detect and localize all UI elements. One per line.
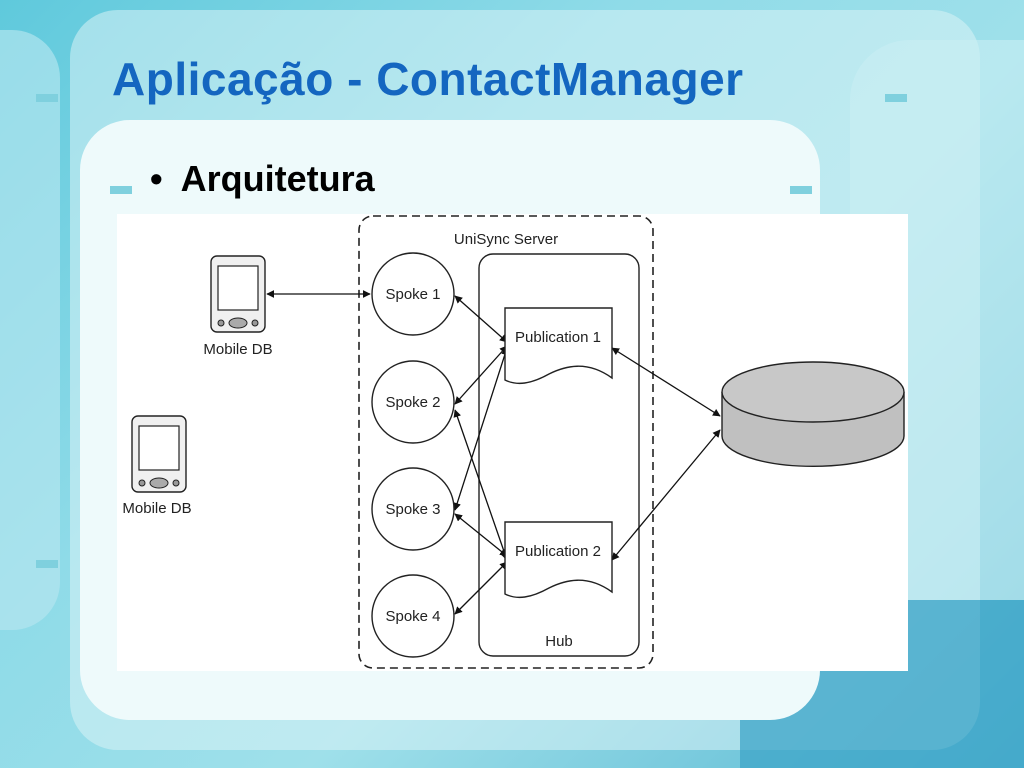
connector-line (611, 429, 721, 561)
publication-node: Publication 1 (504, 307, 613, 385)
diagram-canvas: UniSync Server Hub Mobile DB Mobile DB (122, 215, 905, 669)
mobile-device-icon (131, 415, 187, 493)
bullet-text: Arquitetura (180, 158, 375, 199)
spoke-node: Spoke 1 (371, 252, 455, 336)
database-icon (721, 361, 905, 468)
bullet-dot-icon: • (150, 158, 163, 199)
background-panel-left (0, 30, 60, 630)
spoke-node: Spoke 4 (371, 574, 455, 658)
mobile-db-label: Mobile DB (203, 341, 272, 358)
spoke-label: Spoke 3 (385, 501, 440, 518)
publication-node: Publication 2 (504, 521, 613, 599)
connector-line (454, 345, 508, 405)
decor-dash (36, 94, 58, 102)
bullet-item: • Arquitetura (150, 158, 375, 200)
publication-label: Publication 1 (515, 329, 601, 346)
connector-line (454, 513, 508, 557)
mobile-db-label: Mobile DB (122, 500, 191, 517)
spoke-label: Spoke 2 (385, 394, 440, 411)
decor-dash (885, 94, 907, 102)
connector-line (454, 295, 508, 343)
spoke-node: Spoke 3 (371, 467, 455, 551)
connector-line (611, 347, 721, 417)
decor-dash (790, 186, 812, 194)
hub-label: Hub (545, 633, 573, 650)
spoke-label: Spoke 4 (385, 608, 440, 625)
unisync-server-label: UniSync Server (454, 231, 558, 248)
architecture-diagram: UniSync Server Hub Mobile DB Mobile DB (117, 214, 908, 671)
spoke-node: Spoke 2 (371, 360, 455, 444)
decor-dash (36, 560, 58, 568)
connector-line (453, 347, 509, 511)
slide-title: Aplicação - ContactManager (112, 53, 744, 105)
publication-label: Publication 2 (515, 543, 601, 560)
spoke-label: Spoke 1 (385, 286, 440, 303)
connector-line (454, 561, 508, 615)
mobile-device-icon (210, 255, 266, 333)
decor-dash (110, 186, 132, 194)
